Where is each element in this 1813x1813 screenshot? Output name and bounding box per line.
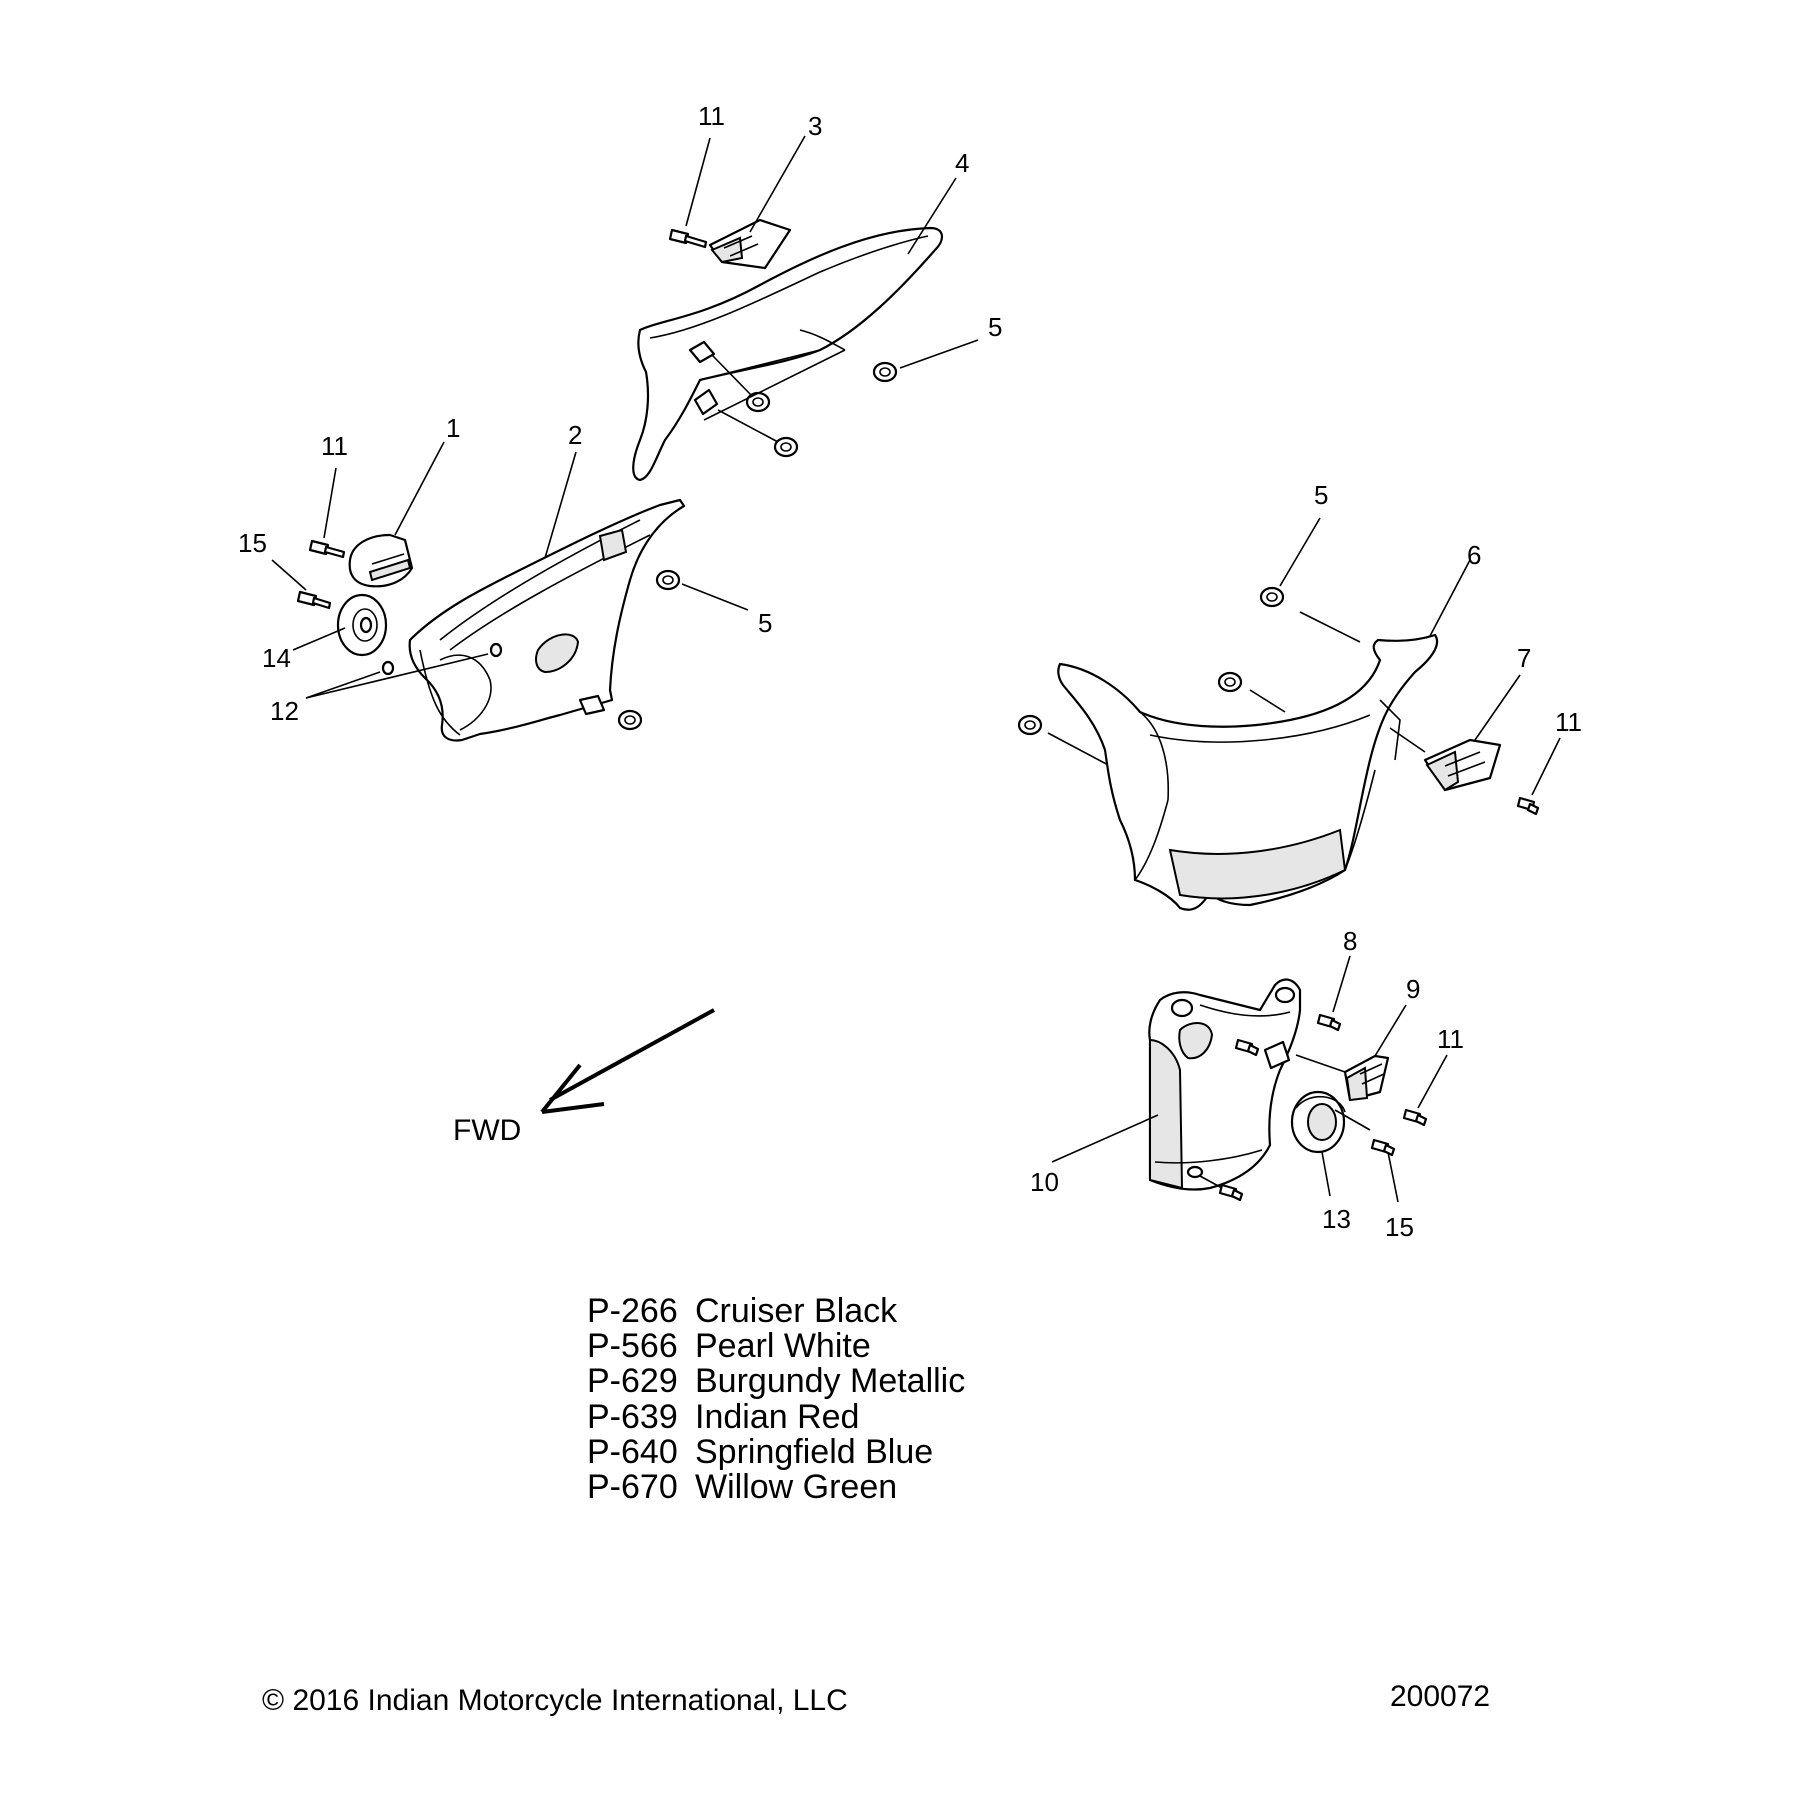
screw-11-lower (1402, 1108, 1428, 1127)
callout-5: 5 (988, 312, 1002, 342)
grommet-5-upper-a (745, 391, 771, 413)
screw-11-left (308, 539, 346, 559)
callout-11: 11 (698, 101, 725, 131)
screw-15-left (296, 590, 332, 610)
callout-15: 15 (1385, 1212, 1414, 1242)
color-name: Springfield Blue (695, 1433, 933, 1471)
cover-9 (1343, 1054, 1390, 1102)
side-cover-2 (408, 498, 686, 742)
grommet-5-upper-b (773, 436, 799, 458)
callout-7: 7 (1517, 643, 1531, 673)
grommet-5-left-b (617, 709, 643, 731)
callout-6: 6 (1467, 540, 1481, 570)
grommet-13 (1290, 1090, 1346, 1154)
callout-14: 14 (262, 643, 291, 673)
screw-11-right (1516, 796, 1540, 816)
grommet-5-right-b (1217, 671, 1243, 693)
cover-3 (708, 218, 792, 270)
grommet-5-right-c (1017, 714, 1043, 736)
callout-11: 11 (1555, 707, 1582, 737)
color-code: P-266 (587, 1292, 678, 1330)
stud-12a (381, 660, 395, 676)
copyright-notice: © 2016 Indian Motorcycle International, … (262, 1684, 848, 1717)
screw-11-upper (668, 228, 708, 249)
callout-5: 5 (758, 608, 772, 638)
color-code: P-629 (587, 1362, 678, 1400)
screw-8 (1316, 1013, 1342, 1032)
callout-11: 11 (321, 431, 348, 461)
callout-10: 10 (1030, 1167, 1059, 1197)
screw-15-lower (1370, 1138, 1396, 1157)
color-name: Indian Red (695, 1398, 859, 1436)
grommet-5-right-a (1259, 586, 1285, 608)
callout-8: 8 (1343, 926, 1357, 956)
callout-3: 3 (808, 111, 822, 141)
fwd-arrow (540, 1008, 715, 1114)
color-code: P-640 (587, 1433, 678, 1471)
color-name: Cruiser Black (695, 1292, 898, 1330)
screw-10-b (1218, 1183, 1244, 1202)
callout-2: 2 (568, 420, 582, 450)
callout-15: 15 (238, 528, 267, 558)
color-code: P-639 (587, 1398, 678, 1436)
callout-9: 9 (1406, 974, 1420, 1004)
color-name: Pearl White (695, 1327, 871, 1365)
color-code: P-566 (587, 1327, 678, 1365)
callout-4: 4 (955, 148, 969, 178)
color-name: Burgundy Metallic (695, 1362, 965, 1400)
fwd-label: FWD (453, 1114, 521, 1147)
side-cover-6 (1057, 633, 1439, 911)
color-name: Willow Green (695, 1468, 897, 1506)
grommet-14 (336, 593, 388, 657)
callout-11: 11 (1437, 1024, 1464, 1054)
cover-1 (348, 533, 414, 588)
cover-10 (1148, 978, 1302, 1191)
grommet-5-upper-c (872, 361, 898, 383)
callout-12: 12 (270, 696, 299, 726)
callout-5: 5 (1314, 480, 1328, 510)
callout-1: 1 (446, 413, 460, 443)
screw-10-a (1234, 1038, 1260, 1057)
grommet-5-left-a (655, 569, 681, 591)
callout-numbers: 11 3 4 5 11 1 2 15 5 14 12 5 6 7 11 8 9 … (238, 101, 1582, 1242)
callout-13: 13 (1322, 1204, 1351, 1234)
leader-lines (271, 135, 1561, 1203)
diagram-number: 200072 (1390, 1680, 1490, 1713)
trim-panel-4 (632, 226, 943, 482)
cover-7 (1423, 738, 1502, 792)
stud-12b (489, 642, 503, 658)
color-code: P-670 (587, 1468, 678, 1506)
color-code-list: P-266 Cruiser Black P-566 Pearl White P-… (587, 1292, 965, 1506)
